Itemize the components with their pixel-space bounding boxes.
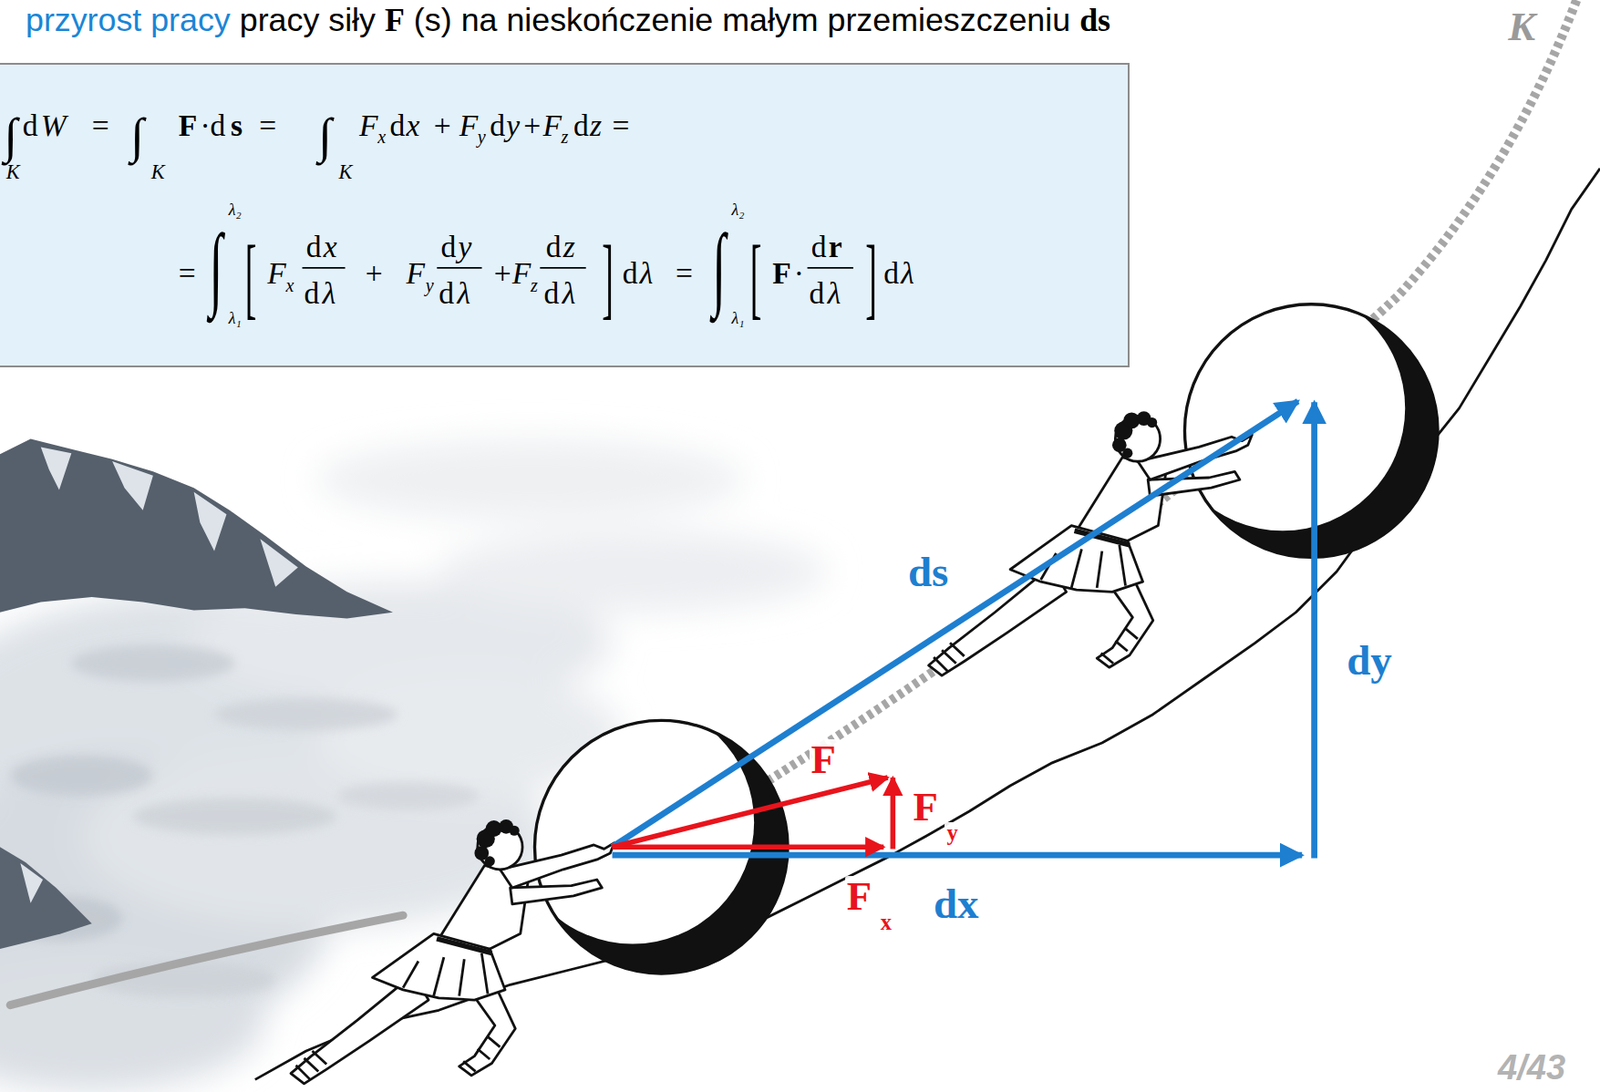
formula-symbol: F — [178, 110, 198, 142]
formula-symbol: d — [883, 258, 899, 290]
formula-symbol: ∫ — [208, 222, 223, 316]
formula-symbol: d — [306, 231, 322, 263]
formula-symbol: = — [178, 258, 197, 290]
formula-symbol: λ₂ — [732, 202, 745, 219]
formula-symbol: d — [573, 110, 589, 142]
formula-symbol: y — [458, 231, 473, 263]
formula-symbol: K — [6, 162, 21, 183]
formula-symbol: K — [151, 162, 166, 183]
formula-symbol: λ — [562, 278, 577, 310]
header-text: pracy siły — [239, 2, 376, 39]
formula-symbol: · — [794, 258, 805, 290]
formula-symbol: + — [523, 110, 541, 142]
formula-symbol: d — [811, 231, 827, 263]
formula-box: ∫KdW=∫KF·ds=∫KFxdx+Fydy+Fzdz==∫λ₂λ₁[Fxdx… — [0, 62, 1130, 368]
header-text: ds — [1079, 2, 1111, 39]
formula-symbol: y — [425, 276, 434, 295]
formula-symbol: s — [230, 110, 243, 142]
formula-symbol: z — [563, 231, 576, 263]
formula-symbol: W — [41, 110, 67, 142]
formula-symbol: + — [494, 258, 512, 290]
formula-symbol: r — [828, 231, 843, 263]
formula-symbol: ∫ — [3, 112, 18, 162]
formula-symbol: ] — [601, 231, 614, 322]
formula-symbol: = — [92, 110, 110, 142]
formula-symbol: F — [459, 110, 479, 142]
formula-symbol: λ — [827, 278, 842, 310]
vector-label: F — [910, 786, 940, 828]
formula-symbol: = — [612, 110, 630, 142]
formula-symbol: + — [365, 258, 383, 290]
fraction-bar — [436, 267, 482, 269]
formula-symbol: [ — [245, 231, 258, 322]
formula-symbol: ] — [865, 231, 878, 322]
formula-symbol: [ — [750, 231, 763, 322]
vector-label: dx — [931, 882, 981, 926]
formula-symbol: x — [377, 127, 386, 146]
formula-symbol: x — [323, 231, 338, 263]
formula-symbol: y — [477, 127, 486, 146]
formula-symbol: z — [561, 127, 569, 146]
formula-symbol: z — [589, 110, 602, 142]
header-text: przyrost pracy — [25, 2, 231, 39]
fraction-bar — [806, 267, 853, 269]
formula-symbol: K — [339, 162, 353, 183]
formula-symbol: ∫ — [318, 112, 332, 162]
formula-symbol: F — [267, 258, 287, 290]
vector-label: dy — [1344, 639, 1394, 682]
formula-symbol: d — [489, 110, 506, 142]
formula-symbol: z — [530, 276, 538, 295]
formula-symbol: d — [546, 231, 562, 263]
formula-symbol: x — [285, 276, 294, 295]
formula-symbol: d — [390, 110, 406, 142]
fraction-bars — [0, 64, 1128, 366]
vector-label: F — [809, 739, 838, 781]
formula-symbol: d — [622, 258, 639, 290]
page-number: 4/43 — [1497, 1050, 1566, 1085]
formula-symbol: ∫ — [712, 222, 726, 316]
curve-label: K — [1507, 6, 1536, 48]
fraction-bar — [539, 267, 586, 269]
formula-symbol: d — [438, 278, 455, 310]
formula-symbol: λ — [322, 278, 337, 310]
formula-symbol: d — [441, 231, 457, 263]
formula-symbol: ∫ — [130, 112, 145, 162]
slide-header: przyrost pracypracy siłyF(s)na nieskończ… — [25, 2, 1120, 39]
formula-symbol: ·d — [199, 110, 226, 142]
vector-label: F — [845, 876, 874, 918]
formula-symbol: F — [405, 258, 425, 290]
formula-symbol: d — [22, 110, 39, 142]
formula-symbol: λ — [456, 278, 471, 310]
formula-symbol: F — [772, 258, 792, 290]
vector-label: ds — [906, 550, 950, 594]
formula-symbol: λ₁ — [732, 310, 745, 328]
formula-symbol: d — [304, 278, 320, 310]
formula-symbol: λ₁ — [228, 310, 242, 328]
formula-symbol: y — [505, 110, 520, 142]
formula-symbol: λ — [640, 258, 654, 290]
vector-subscript: y — [944, 822, 960, 846]
vector-subscript: x — [878, 911, 894, 935]
formula-symbol: λ₂ — [228, 202, 242, 219]
formula-symbol: F — [542, 110, 562, 142]
formula-symbol: F — [512, 258, 532, 290]
formula-symbol: + — [433, 110, 452, 142]
fraction-bar — [301, 267, 345, 269]
formula-symbol: x — [405, 110, 420, 142]
formula-symbol: d — [809, 278, 826, 310]
formula-symbol: d — [544, 278, 560, 310]
header-text: (s) — [413, 2, 453, 39]
formula-symbol: = — [258, 110, 277, 142]
formula-symbol: λ — [900, 258, 915, 290]
header-text: na nieskończenie małym przemieszczeniu — [461, 2, 1072, 39]
formula-symbol: = — [675, 258, 693, 290]
header-text: F — [384, 2, 405, 39]
formula-symbol: F — [359, 110, 379, 142]
